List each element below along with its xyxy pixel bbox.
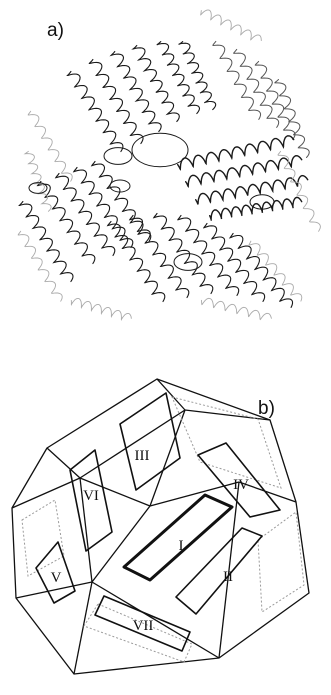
face-label-V: V (51, 570, 62, 586)
solid-outline (12, 379, 309, 674)
face-label-III: III (135, 448, 150, 464)
face-label-IV: IV (233, 477, 249, 493)
face-label-VI: VI (83, 488, 99, 504)
face-label-I: I (179, 538, 184, 554)
face-label-VII: VII (133, 618, 154, 634)
face-label-II: II (223, 569, 233, 585)
